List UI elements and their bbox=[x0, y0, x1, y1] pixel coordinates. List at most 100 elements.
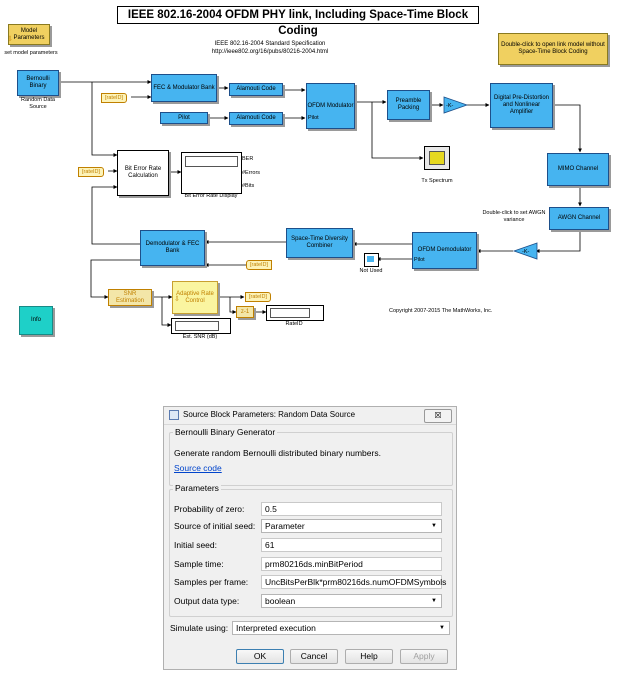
unit-delay-label: z-1 bbox=[240, 308, 250, 315]
simulate-using-select[interactable]: Interpreted execution ▼ bbox=[232, 621, 450, 635]
tx-gain-label: -K- bbox=[446, 103, 454, 109]
samples-per-frame-label: Samples per frame: bbox=[174, 577, 249, 587]
rateid-from-tag-ber[interactable]: [rateID] bbox=[78, 167, 105, 177]
samples-per-frame-input[interactable]: UncBitsPerBlk*prm80216ds.numOFDMSymbols bbox=[261, 575, 446, 589]
unit-delay-block[interactable]: z-1 bbox=[236, 306, 254, 318]
alamouti-code-block-2[interactable]: Alamouti Code bbox=[229, 112, 283, 125]
mimo-channel-block[interactable]: MIMO Channel bbox=[547, 153, 609, 186]
ber-display-block[interactable] bbox=[181, 152, 242, 194]
chevron-down-icon: ▼ bbox=[431, 523, 437, 529]
rateid-display-block[interactable] bbox=[266, 305, 324, 321]
output-data-type-select[interactable]: boolean ▼ bbox=[261, 594, 442, 608]
simulate-using-value: Interpreted execution bbox=[236, 623, 316, 633]
rateid-from-tag-demod[interactable]: [rateID] bbox=[246, 260, 273, 270]
model-parameters-label: Model Parameters bbox=[13, 27, 45, 41]
ofdm-demod-pilot-port: Pilot bbox=[414, 257, 425, 263]
output-data-type-value: boolean bbox=[265, 596, 296, 606]
probability-of-zero-input[interactable]: 0.5 bbox=[261, 502, 442, 516]
block-description: Generate random Bernoulli distributed bi… bbox=[174, 448, 381, 458]
block-description-group bbox=[169, 432, 453, 486]
awgn-channel-block[interactable]: AWGN Channel bbox=[549, 207, 609, 230]
ber-display-caption: Bit Error Rate Display bbox=[184, 193, 238, 199]
scope-icon bbox=[429, 151, 445, 165]
awgn-label: AWGN Channel bbox=[557, 215, 601, 221]
bits-output-label: #Bits bbox=[242, 183, 255, 189]
random-data-source-caption: Random Data Source bbox=[21, 97, 55, 110]
ofdm-mod-pilot-port: Pilot bbox=[308, 115, 319, 121]
sample-time-label: Sample time: bbox=[174, 559, 224, 569]
model-parameters-block[interactable]: Model Parameters bbox=[8, 24, 50, 45]
source-of-initial-seed-value: Parameter bbox=[265, 521, 305, 531]
predistortion-block[interactable]: Digital Pre-Distortion and Nonlinear Amp… bbox=[490, 83, 553, 128]
bernoulli-binary-block[interactable]: Bernoulli Binary bbox=[17, 70, 59, 96]
fec-modulator-bank-block[interactable]: FEC & Modulator Bank bbox=[151, 74, 217, 102]
info-label: Info bbox=[30, 317, 41, 323]
adaptive-open-icon: ⇩ bbox=[174, 296, 180, 303]
spec-text: IEEE 802.16-2004 Standard Specification … bbox=[170, 40, 370, 56]
tx-gain-block[interactable]: -K- bbox=[443, 96, 469, 114]
model-parameters-caption: set model parameters bbox=[4, 50, 58, 56]
alamouti-label-2: Alamouti Code bbox=[236, 115, 276, 121]
apply-button[interactable]: Apply bbox=[400, 649, 448, 664]
awgn-note: Double-click to set AWGN variance bbox=[482, 210, 546, 223]
initial-seed-label: Initial seed: bbox=[174, 540, 217, 550]
copyright-text: Copyright 2007-2015 The MathWorks, Inc. bbox=[389, 308, 493, 314]
rx-gain-block[interactable]: -K- bbox=[512, 242, 538, 260]
no-stbc-model-block[interactable]: Double-click to open link model without … bbox=[498, 33, 608, 65]
source-of-initial-seed-select[interactable]: Parameter ▼ bbox=[261, 519, 442, 533]
terminator-icon bbox=[367, 256, 374, 262]
snr-estimation-label: SNR Estimation bbox=[115, 290, 144, 304]
parameters-group bbox=[169, 489, 453, 617]
block-type-label: Bernoulli Binary Generator bbox=[173, 427, 278, 437]
ber-output-label: BER bbox=[242, 156, 254, 162]
tx-spectrum-scope[interactable] bbox=[424, 146, 450, 170]
not-used-terminator[interactable] bbox=[364, 253, 379, 267]
ofdm-demodulator-block[interactable]: OFDM Demodulator bbox=[412, 232, 477, 269]
help-button[interactable]: Help bbox=[345, 649, 393, 664]
not-used-caption: Not Used bbox=[359, 268, 383, 274]
adaptive-label: Adaptive Rate Control bbox=[176, 290, 214, 304]
demodulator-fec-label: Demodulator & FEC Bank bbox=[145, 241, 200, 254]
ber-display-cell bbox=[185, 156, 238, 167]
preamble-packing-block[interactable]: Preamble Packing bbox=[387, 90, 430, 120]
close-button[interactable]: ☒ bbox=[424, 409, 452, 423]
adaptive-rate-control-block[interactable]: Adaptive Rate Control bbox=[172, 281, 218, 314]
rateid-goto-tag-out[interactable]: [rateID] bbox=[245, 292, 272, 302]
preamble-label: Preamble Packing bbox=[395, 98, 422, 111]
demodulator-fec-bank-block[interactable]: Demodulator & FEC Bank bbox=[140, 230, 205, 266]
bernoulli-label: Bernoulli Binary bbox=[26, 76, 50, 89]
rx-gain-label: -K- bbox=[522, 249, 530, 255]
info-block[interactable]: Info bbox=[19, 306, 53, 335]
source-of-initial-seed-label: Source of initial seed: bbox=[174, 521, 256, 531]
est-snr-display-block[interactable] bbox=[171, 318, 231, 334]
stdc-label: Space-Time Diversity Combiner bbox=[291, 236, 348, 249]
est-snr-display-cell bbox=[175, 321, 219, 331]
rateid-display-cell bbox=[270, 308, 310, 318]
alamouti-label-1: Alamouti Code bbox=[236, 86, 276, 92]
cancel-button[interactable]: Cancel bbox=[290, 649, 338, 664]
ofdm-demodulator-label: OFDM Demodulator bbox=[417, 247, 472, 253]
simulink-block-icon bbox=[169, 410, 179, 420]
predistortion-label: Digital Pre-Distortion and Nonlinear Amp… bbox=[493, 95, 550, 115]
model-title: IEEE 802.16-2004 OFDM PHY link, Includin… bbox=[117, 6, 479, 37]
dialog-titlebar[interactable]: Source Block Parameters: Random Data Sou… bbox=[164, 407, 456, 425]
ofdm-modulator-label: OFDM Modulator bbox=[307, 102, 354, 109]
space-time-diversity-combiner-block[interactable]: Space-Time Diversity Combiner bbox=[286, 228, 353, 258]
snr-estimation-block[interactable]: SNR Estimation bbox=[108, 289, 152, 306]
parameters-label: Parameters bbox=[173, 483, 221, 493]
sample-time-input[interactable]: prm80216ds.minBitPeriod bbox=[261, 557, 442, 571]
pilot-label: Pilot bbox=[178, 114, 190, 121]
rateid-goto-tag[interactable]: [rateID] bbox=[101, 93, 128, 103]
initial-seed-input[interactable]: 61 bbox=[261, 538, 442, 552]
source-code-link[interactable]: Source code bbox=[174, 463, 222, 473]
simulate-using-label: Simulate using: bbox=[170, 623, 229, 633]
ber-calc-label: Bit Error Rate Calculation bbox=[124, 166, 162, 179]
dialog-title: Source Block Parameters: Random Data Sou… bbox=[183, 410, 356, 419]
ofdm-modulator-block[interactable]: OFDM Modulator bbox=[306, 83, 355, 129]
alamouti-code-block-1[interactable]: Alamouti Code bbox=[229, 83, 283, 96]
ok-button[interactable]: OK bbox=[236, 649, 284, 664]
est-snr-caption: Est. SNR (dB) bbox=[182, 334, 218, 340]
rateid-caption: RateID bbox=[285, 321, 303, 327]
pilot-block[interactable]: Pilot bbox=[160, 112, 208, 124]
bit-error-rate-calculation-block[interactable]: Bit Error Rate Calculation bbox=[117, 150, 169, 196]
